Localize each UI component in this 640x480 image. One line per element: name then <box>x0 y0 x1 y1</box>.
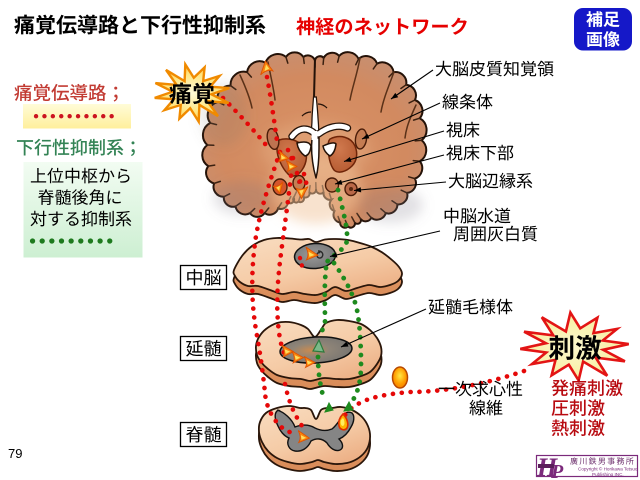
svg-text:79: 79 <box>8 446 22 461</box>
svg-text:Publishing INC.: Publishing INC. <box>592 472 624 477</box>
svg-text:P: P <box>550 461 564 480</box>
svg-text:Copyright © Horikawa Tetsuo: Copyright © Horikawa Tetsuo <box>578 466 638 472</box>
